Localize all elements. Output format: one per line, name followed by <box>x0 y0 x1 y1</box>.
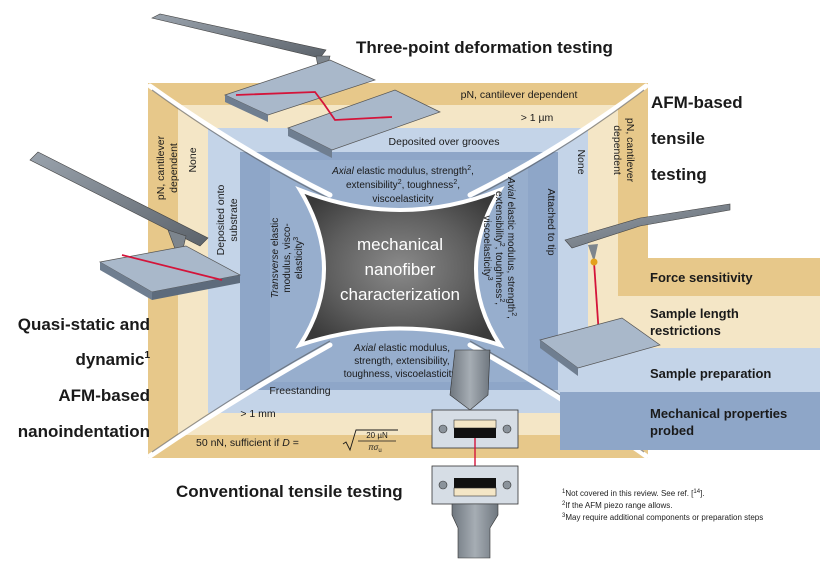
bottom-properties-line-3: toughness, viscoelasticity3 <box>344 368 461 380</box>
bottom-properties-line-2: strength, extensibility, <box>354 356 449 367</box>
legend-sample-length-1: Sample length <box>650 306 739 321</box>
top-grip-shaft <box>449 349 491 411</box>
svg-text:viscoelasticity3: viscoelasticity3 <box>481 215 493 280</box>
legend-sample-preparation: Sample preparation <box>650 366 771 381</box>
bottom-grip-bolt-left <box>438 480 448 490</box>
three-point-setup-illustration <box>151 13 441 158</box>
left-force-sensitivity: pN, cantilever dependent <box>155 135 180 200</box>
legend-force-sensitivity: Force sensitivity <box>650 270 753 285</box>
top-band-texts: pN, cantilever dependent > 1 µm Deposite… <box>331 89 577 205</box>
svg-text:pN, cantilever: pN, cantilever <box>624 118 636 183</box>
bottom-sample-preparation: Freestanding <box>269 385 330 397</box>
svg-text:modulus, visco-: modulus, visco- <box>282 223 293 292</box>
afm-tensile-illustration <box>539 203 731 376</box>
sqrt-sign <box>342 429 398 452</box>
svg-text:Deposited onto: Deposited onto <box>215 185 227 256</box>
left-substrate-front <box>152 275 240 300</box>
center-line-1: mechanical <box>357 235 443 254</box>
left-band-texts: pN, cantilever dependent None Deposited … <box>155 135 305 298</box>
title-nanoindentation-2: dynamic1 <box>75 350 150 369</box>
svg-text:dependent: dependent <box>168 143 180 193</box>
legend-mech-props-1: Mechanical properties <box>650 406 787 421</box>
right-mechanical-properties: Axial elastic modulus, strength2, extens… <box>481 176 517 319</box>
left-mechanical-properties: Transverse elastic modulus, visco- elast… <box>270 218 305 298</box>
top-grip-jaw-clamp <box>454 428 496 438</box>
top-length-restriction: > 1 µm <box>521 112 554 124</box>
left-sample-preparation: Deposited onto substrate <box>215 185 240 256</box>
top-properties-line-1: Axial elastic modulus, strength2, <box>331 165 474 177</box>
bottom-grip-bolt-right <box>502 480 512 490</box>
right-sample-preparation: Attached to tip <box>545 188 557 255</box>
legend-sample-length-2: restrictions <box>650 323 721 338</box>
svg-text:dependent: dependent <box>611 125 623 175</box>
center-core <box>295 185 505 349</box>
footnote-3: 3May require additional components or pr… <box>562 513 763 522</box>
title-nanoindentation-1: Quasi-static and <box>18 315 150 334</box>
svg-text:pN, cantilever: pN, cantilever <box>155 135 167 200</box>
right-length-restriction: None <box>575 149 587 174</box>
title-nanoindentation-3: AFM-based <box>58 386 150 405</box>
legend-prep-bg <box>588 348 820 392</box>
title-afm-tensile-2: tensile <box>651 129 705 148</box>
bottom-band-texts: Axial elastic modulus, strength, extensi… <box>196 343 460 454</box>
right-substrate-side <box>540 340 578 376</box>
outer-titles: Three-point deformation testing AFM-base… <box>18 38 743 501</box>
top-grip-bolt-left <box>438 424 448 434</box>
center-label: mechanical nanofiber characterization <box>340 235 460 304</box>
top-block-right-side <box>288 128 332 158</box>
sqrt-denominator: πσu <box>368 443 381 454</box>
title-afm-tensile-1: AFM-based <box>651 93 743 112</box>
center-line-3: characterization <box>340 285 460 304</box>
legend: Force sensitivity Sample length restrict… <box>560 258 820 450</box>
left-cantilever <box>29 151 209 247</box>
left-substrate-side <box>100 262 152 300</box>
right-force-sensitivity: pN, cantilever dependent <box>611 118 636 183</box>
left-fiber <box>121 254 223 281</box>
footnote-1: 1Not covered in this review. See ref. [1… <box>562 489 705 498</box>
svg-text:elasticity3: elasticity3 <box>293 237 305 279</box>
top-fiber <box>235 91 393 121</box>
legend-mech-props-2: probed <box>650 423 694 438</box>
right-fiber <box>593 261 600 337</box>
title-afm-tensile-3: testing <box>651 165 707 184</box>
svg-text:Axial elastic modulus, strengt: Axial elastic modulus, strength2, <box>505 176 517 319</box>
right-band-texts: pN, cantilever dependent None Attached t… <box>481 118 636 319</box>
top-force-sensitivity: pN, cantilever dependent <box>461 89 578 101</box>
right-cantilever <box>564 203 731 249</box>
left-length-restriction: None <box>187 147 199 172</box>
sqrt-numerator: 20 µN <box>366 431 388 440</box>
title-conventional-tensile: Conventional tensile testing <box>176 482 403 501</box>
svg-text:extensibility2, toughness2,: extensibility2, toughness2, <box>493 191 505 305</box>
svg-text:Transverse elastic: Transverse elastic <box>270 218 281 298</box>
bottom-grip-jaw <box>453 487 497 497</box>
top-sample-preparation: Deposited over grooves <box>389 136 500 148</box>
top-block-left-side <box>225 95 268 122</box>
bottom-grip-shaft <box>451 503 499 559</box>
legend-force-bg <box>618 258 820 296</box>
legend-props-bg <box>560 392 820 450</box>
right-cantilever-tip <box>588 244 598 262</box>
svg-text:substrate: substrate <box>228 198 240 241</box>
bottom-force-sensitivity: 50 nN, sufficient if D = 20 µN πσu <box>196 429 398 454</box>
conventional-tensile-illustration <box>431 349 519 559</box>
top-properties-line-2: extensibility2, toughness2, <box>346 179 460 191</box>
right-fiber-anchor-top <box>590 258 598 266</box>
footnotes: 1Not covered in this review. See ref. [1… <box>562 489 763 522</box>
bottom-properties-line-1: Axial elastic modulus, <box>353 343 450 354</box>
footnote-2: 2If the AFM piezo range allows. <box>562 501 673 510</box>
title-three-point: Three-point deformation testing <box>356 38 613 57</box>
bottom-grip-jaw-clamp <box>454 478 496 488</box>
svg-text:50 nN, sufficient if D =: 50 nN, sufficient if D = <box>196 437 299 449</box>
top-grip-jaw <box>453 419 497 429</box>
nanoindentation-illustration <box>29 151 242 300</box>
top-grip-bolt-right <box>502 424 512 434</box>
top-cantilever <box>151 13 327 59</box>
title-nanoindentation-4: nanoindentation <box>18 422 150 441</box>
bottom-length-restriction: > 1 mm <box>240 408 276 420</box>
center-line-2: nanofiber <box>365 260 436 279</box>
top-properties-line-3: viscoelasticity <box>372 194 433 205</box>
corner-separator-shadows <box>151 89 645 453</box>
